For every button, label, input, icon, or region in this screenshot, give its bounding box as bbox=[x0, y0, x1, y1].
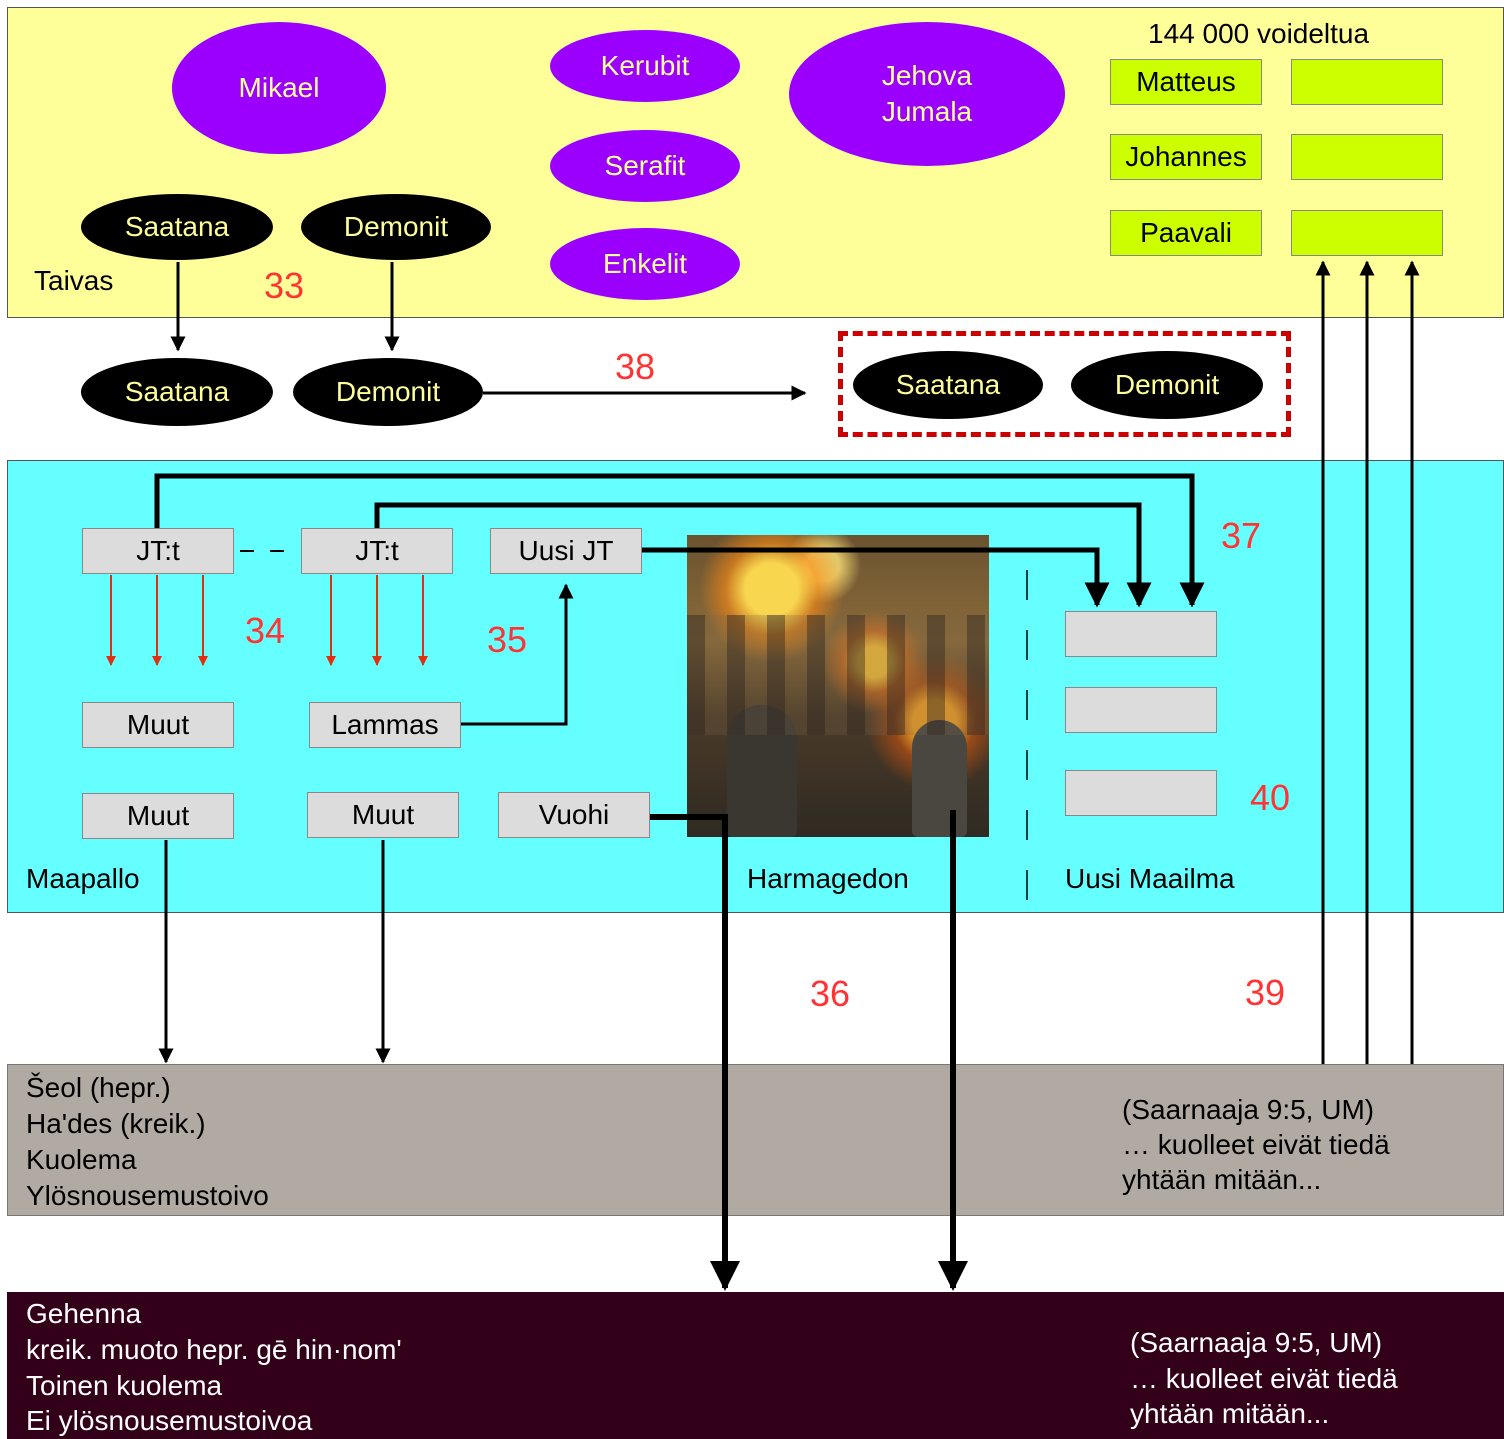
number-40: 40 bbox=[1250, 777, 1291, 818]
sheol-quote-1: (Saarnaaja 9:5, UM) bbox=[1122, 1094, 1375, 1125]
sheol-quote-3: yhtään mitään... bbox=[1122, 1164, 1322, 1195]
harmagedon-label: Harmagedon bbox=[747, 863, 909, 894]
number-37: 37 bbox=[1221, 515, 1262, 556]
number-34: 34 bbox=[245, 610, 286, 651]
heaven-saatana: Saatana bbox=[81, 194, 273, 260]
number-33: 33 bbox=[264, 265, 305, 306]
number-39: 39 bbox=[1245, 972, 1286, 1013]
anointed-johannes: Johannes bbox=[1110, 134, 1262, 180]
sheol-band bbox=[7, 1064, 1504, 1216]
number-35: 35 bbox=[487, 619, 528, 660]
fallen-demonit: Demonit bbox=[293, 358, 483, 426]
abyss-box bbox=[838, 331, 1291, 437]
abyss-demonit: Demonit bbox=[1071, 351, 1263, 419]
gehenna-band bbox=[7, 1292, 1504, 1439]
harmagedon-figure-right bbox=[912, 720, 967, 837]
heaven-demonit: Demonit bbox=[301, 194, 491, 260]
kerubit-node: Kerubit bbox=[550, 30, 740, 102]
abyss-saatana: Saatana bbox=[853, 351, 1043, 419]
sheol-line-3: Kuolema bbox=[26, 1144, 137, 1175]
sheol-quote-2: … kuolleet eivät tiedä bbox=[1122, 1129, 1390, 1160]
enkelit-node: Enkelit bbox=[550, 228, 740, 300]
gehenna-quote-2: … kuolleet eivät tiedä bbox=[1130, 1363, 1398, 1394]
new-world-box-2 bbox=[1065, 687, 1217, 733]
gehenna-line-3: Toinen kuolema bbox=[26, 1370, 223, 1401]
muut-box-1: Muut bbox=[82, 702, 234, 748]
new-world-box-1 bbox=[1065, 611, 1217, 657]
fallen-saatana: Saatana bbox=[81, 358, 273, 426]
earth-label: Maapallo bbox=[26, 863, 140, 894]
uusi-jt-box: Uusi JT bbox=[490, 528, 642, 574]
gehenna-line-1: Gehenna bbox=[26, 1298, 142, 1329]
jehova-node: Jehova Jumala bbox=[789, 22, 1065, 166]
gehenna-quote-3: yhtään mitään... bbox=[1130, 1398, 1330, 1429]
gehenna-line-2: kreik. muoto hepr. gē hin·nomʹ bbox=[26, 1334, 402, 1365]
sheol-line-1: Šeol (hepr.) bbox=[26, 1072, 171, 1103]
anointed-empty-1 bbox=[1291, 59, 1443, 105]
muut-box-2: Muut bbox=[82, 793, 234, 839]
lammas-box: Lammas bbox=[309, 702, 461, 748]
anointed-empty-2 bbox=[1291, 134, 1443, 180]
jt-box-2: JT:t bbox=[301, 528, 453, 574]
gehenna-line-4: Ei ylösnousemustoivoa bbox=[26, 1405, 313, 1436]
gehenna-quote-1: (Saarnaaja 9:5, UM) bbox=[1130, 1327, 1383, 1358]
anointed-matteus: Matteus bbox=[1110, 59, 1262, 105]
heaven-label: Taivas bbox=[34, 265, 114, 296]
harmagedon-image bbox=[687, 535, 989, 837]
anointed-empty-3 bbox=[1291, 210, 1443, 256]
number-36: 36 bbox=[810, 973, 851, 1014]
harmagedon-buildings bbox=[687, 615, 989, 735]
new-world-label: Uusi Maailma bbox=[1065, 863, 1235, 894]
number-38: 38 bbox=[615, 346, 656, 387]
muut-box-3: Muut bbox=[307, 792, 459, 838]
serafit-node: Serafit bbox=[550, 130, 740, 202]
jt-box-1: JT:t bbox=[82, 528, 234, 574]
mikael-node: Mikael bbox=[172, 22, 386, 154]
sheol-line-4: Ylösnousemustoivo bbox=[26, 1180, 269, 1211]
new-world-box-3 bbox=[1065, 770, 1217, 816]
sheol-line-2: Haʹdes (kreik.) bbox=[26, 1108, 206, 1139]
anointed-title: 144 000 voideltua bbox=[1148, 18, 1370, 49]
vuohi-box: Vuohi bbox=[498, 792, 650, 838]
anointed-paavali: Paavali bbox=[1110, 210, 1262, 256]
